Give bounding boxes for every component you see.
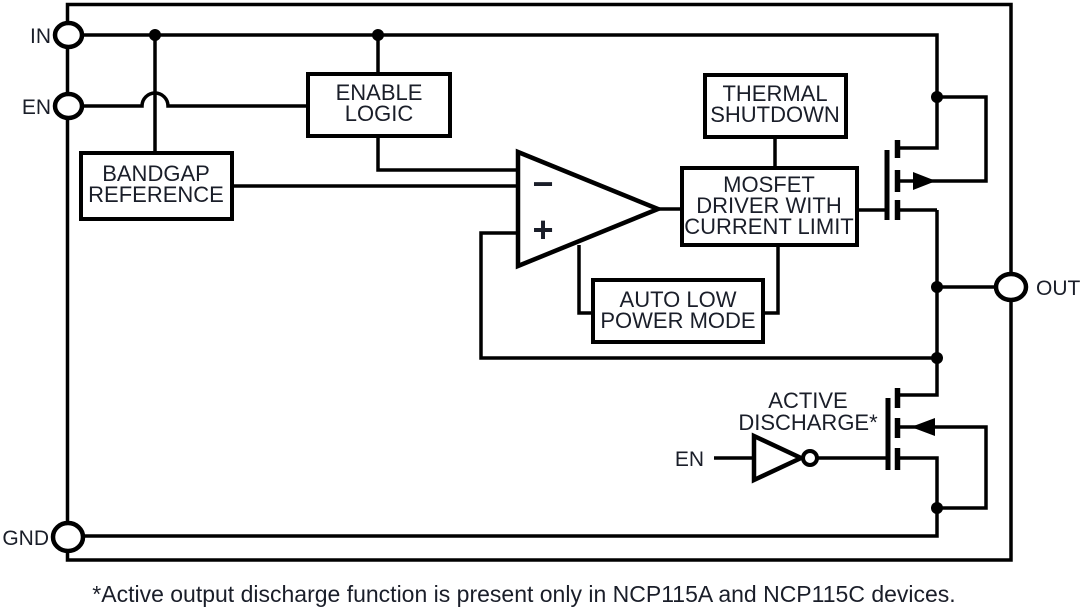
in-pin-label: IN <box>30 25 51 48</box>
wire-discharge-fet-body <box>897 425 988 510</box>
inverter-gate <box>751 432 819 484</box>
pin-en: EN <box>22 91 85 121</box>
thermal-shutdown-box <box>703 73 848 139</box>
noninverting-input-symbol: + <box>532 209 553 250</box>
active-discharge-label-1: ACTIVE <box>768 388 847 413</box>
pass-fet-body-arrow <box>913 172 936 190</box>
wire-en-rail <box>82 91 308 108</box>
pass-mosfet <box>884 140 936 220</box>
enable-logic-label-2: LOGIC <box>345 101 414 126</box>
inverting-input-symbol: − <box>532 163 553 204</box>
bandgap-label-1: BANDGAP <box>102 161 210 186</box>
bandgap-box <box>79 151 234 221</box>
wire-pass-fet-body <box>897 95 988 183</box>
error-amp-triangle <box>515 148 664 270</box>
enable-logic-label-1: ENABLE <box>336 80 423 105</box>
wire-out-node <box>897 210 939 397</box>
block-auto-low-power: AUTO LOW POWER MODE <box>591 278 765 344</box>
inverter-bubble <box>801 449 819 467</box>
mosfet-driver-label-3: CURRENT LIMIT <box>684 214 854 239</box>
thermal-shutdown-label-1: THERMAL <box>722 81 827 106</box>
wire-enable-to-amp <box>376 136 518 172</box>
junction-dot <box>149 29 161 41</box>
en-pin-label: EN <box>22 96 51 119</box>
auto-low-power-label-2: POWER MODE <box>600 308 755 333</box>
gnd-pin-circle <box>50 520 86 554</box>
wire-alpm-to-amp <box>577 245 593 315</box>
in-pin-circle <box>52 20 85 50</box>
auto-low-power-label-1: AUTO LOW <box>620 287 737 312</box>
junction-dots <box>149 29 943 514</box>
auto-low-power-box <box>591 278 765 344</box>
wire-driver-to-alpm <box>763 245 780 315</box>
out-pin-label: OUT <box>1036 277 1080 300</box>
pin-gnd: GND <box>2 520 86 554</box>
active-discharge-label-2: DISCHARGE* <box>738 410 878 435</box>
ic-boundary <box>65 2 1013 562</box>
block-thermal-shutdown: THERMAL SHUTDOWN <box>703 73 848 139</box>
discharge-mosfet <box>885 388 935 470</box>
error-amplifier: − + <box>515 148 664 270</box>
junction-dot <box>372 29 384 41</box>
en-pin-circle <box>52 91 85 121</box>
mosfet-driver-box <box>680 166 859 247</box>
wires <box>82 33 1000 538</box>
wire-gnd-rail <box>82 456 939 538</box>
enable-logic-box <box>306 72 452 138</box>
discharge-fet-body-arrow <box>911 418 935 436</box>
bandgap-label-2: REFERENCE <box>88 182 224 207</box>
out-pin-circle <box>993 271 1029 303</box>
pin-in: IN <box>30 20 85 50</box>
inverter-triangle <box>751 432 807 484</box>
wire-feedback <box>479 231 937 360</box>
pin-out: OUT <box>993 271 1080 303</box>
junction-dot <box>931 502 943 514</box>
block-enable-logic: ENABLE LOGIC <box>306 72 452 138</box>
junction-dot <box>931 91 943 103</box>
junction-dot <box>931 352 943 364</box>
mosfet-driver-label-2: DRIVER WITH <box>696 193 841 218</box>
junction-dot <box>931 281 943 293</box>
footnote: *Active output discharge function is pre… <box>92 581 955 607</box>
gnd-pin-label: GND <box>2 527 49 550</box>
mosfet-driver-label-1: MOSFET <box>723 172 815 197</box>
block-mosfet-driver: MOSFET DRIVER WITH CURRENT LIMIT <box>680 166 859 247</box>
thermal-shutdown-label-2: SHUTDOWN <box>710 102 840 127</box>
block-bandgap-reference: BANDGAP REFERENCE <box>79 151 234 221</box>
discharge-en-label: EN <box>675 448 704 471</box>
